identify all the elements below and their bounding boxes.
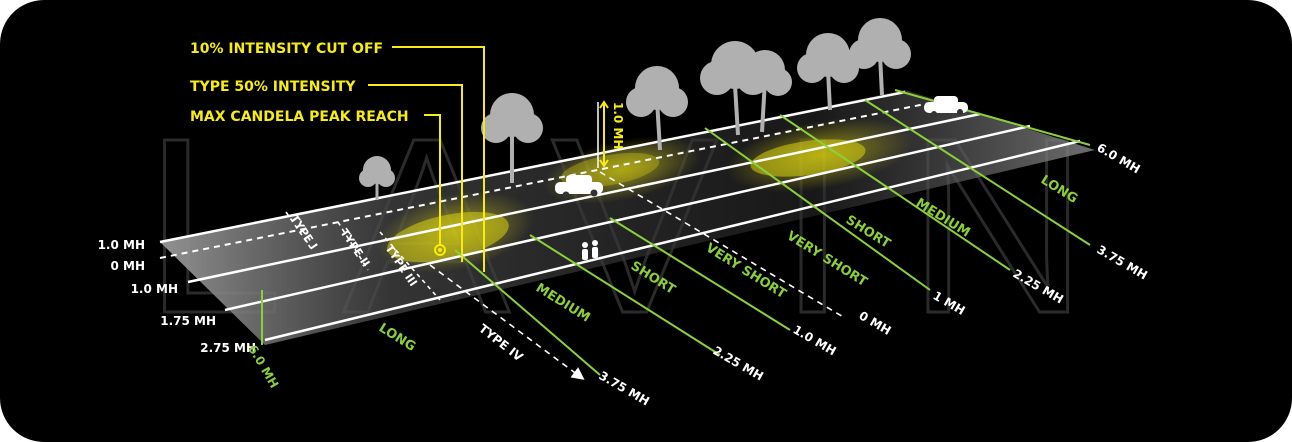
trees [359,18,911,200]
height-marker-label: 1.0 MH [611,102,625,149]
far-range-line [704,127,931,291]
road-line-1mh-far [159,90,906,244]
road-line-1-75mh [224,124,1031,312]
tree-icon [745,50,792,133]
peak-marker-icon [434,244,446,256]
type50-callout-line [368,84,463,262]
peak-callout-label: MAX CANDELA PEAK REACH [190,109,409,125]
left-mh-label: 1.75 MH [160,314,216,328]
tree-icon [359,156,395,200]
far-range-line [779,114,1011,271]
peak-marker-dot [438,248,442,252]
far-range-line [864,99,1091,246]
zero-mh-dashed-line [599,171,846,319]
far-range-line [894,89,1091,146]
tree-icon [797,33,859,111]
road-line-1mh-near [187,112,981,284]
tree-icon [626,66,688,151]
light-distribution-core [387,211,509,263]
type-boundary [337,221,369,271]
near-range-line [529,234,721,356]
car-icon [924,96,968,117]
type-boundaries [285,211,441,301]
cutoff-callout-line [392,46,485,272]
left-mh-label: 1.0 MH [98,238,145,252]
left-mh-label: 2.75 MH [200,341,256,355]
near-range-lines [261,217,791,376]
far-range-lines [704,89,1091,291]
type-iv-arrow [429,264,585,380]
near-mh-label: 3.75 MH [597,368,652,408]
callout-lines [368,46,485,272]
road-line-2-75mh [264,139,1081,342]
pedestrian-icon [582,240,598,260]
car-icon [555,175,603,199]
peak-callout-line [424,114,441,246]
tree-icon [849,18,911,96]
near-range-line [609,217,791,331]
type-boundary [379,231,441,301]
left-mh-label: 1.0 MH [131,282,178,296]
light-distribution-core [750,139,866,177]
road-lines [159,90,1081,342]
tree-icon [481,93,543,183]
near-range-line [454,249,601,376]
height-marker [599,100,609,168]
left-mh-label: 0 MH [110,259,145,273]
type50-callout-label: TYPE 50% INTENSITY [190,79,356,95]
cutoff-callout-label: 10% INTENSITY CUT OFF [190,41,383,57]
